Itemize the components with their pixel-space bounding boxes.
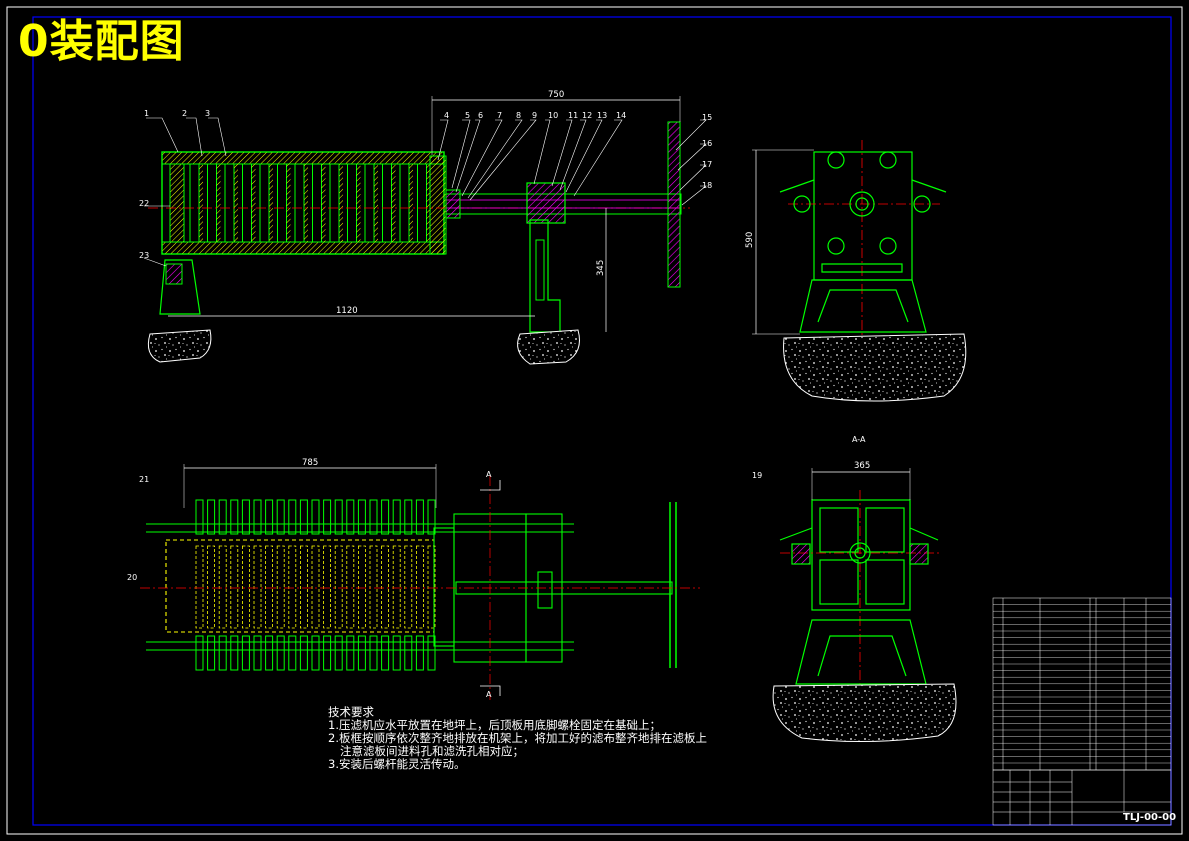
dim-785: 785 — [302, 458, 318, 468]
plan-view — [140, 464, 700, 700]
part-number-label: 21 — [139, 475, 149, 484]
part-number-label: 6 — [478, 111, 483, 120]
side-foundation — [783, 333, 967, 402]
part-number-label: 11 — [568, 111, 578, 120]
foundation-left — [147, 329, 212, 363]
requirement-item-4: 3.安装后螺杆能灵活传动。 — [328, 757, 466, 771]
part-number-label: 12 — [582, 111, 592, 120]
part-number-label: 3 — [205, 109, 210, 118]
plan-plate-row-top — [195, 499, 436, 535]
part-number-label: 2 — [182, 109, 187, 118]
plan-plate-row-middle — [195, 545, 436, 629]
part-number-label: 19 — [752, 471, 762, 480]
dim-750: 750 — [548, 90, 564, 100]
requirement-item-3: 注意滤板间进料孔和滤洗孔相对应； — [340, 744, 524, 758]
part-number-label: 14 — [616, 111, 626, 120]
part-number-label: 15 — [702, 113, 712, 122]
drawing-title: 0装配图 — [18, 16, 185, 67]
part-number-label: 17 — [702, 160, 712, 169]
part-number-label: 7 — [497, 111, 502, 120]
section-mark-top: A — [486, 470, 492, 479]
front-view: 750 1120 345 — [143, 90, 707, 365]
side-view — [752, 140, 967, 402]
part-number-label: 10 — [548, 111, 558, 120]
part-number-label: 23 — [139, 251, 149, 260]
technical-requirements: 技术要求 1.压滤机应水平放置在地坪上，后顶板用底脚螺栓固定在基础上； 2.板框… — [328, 706, 707, 771]
title-block — [992, 769, 1172, 826]
part-number-label: 18 — [702, 181, 712, 190]
drawing-frame — [32, 16, 1172, 826]
plan-plate-row-bottom — [195, 635, 436, 671]
part-number-label: 9 — [532, 111, 537, 120]
part-number-label: 22 — [139, 199, 149, 208]
part-number-label: 5 — [465, 111, 470, 120]
section-foundation — [772, 683, 957, 743]
requirement-item-1: 1.压滤机应水平放置在地坪上，后顶板用底脚螺栓固定在基础上； — [328, 718, 661, 732]
part-number-label: 8 — [516, 111, 521, 120]
section-view — [772, 468, 957, 743]
section-mark-bottom: A — [486, 690, 492, 699]
part-number-label: 20 — [127, 573, 137, 582]
dim-1120: 1120 — [336, 306, 358, 316]
outer-border — [6, 6, 1183, 835]
technical-requirements-heading: 技术要求 — [328, 705, 374, 719]
part-number-label: 13 — [597, 111, 607, 120]
section-label: A-A — [852, 435, 866, 444]
drawing-number: TLJ-00-00 — [1123, 812, 1177, 823]
front-plates — [189, 163, 431, 243]
part-number-label: 4 — [444, 111, 449, 120]
foundation-right — [517, 329, 580, 365]
part-number-label: 1 — [144, 109, 149, 118]
parts-list — [992, 597, 1172, 771]
dim-365: 365 — [854, 461, 870, 471]
part-number-label: 16 — [702, 139, 712, 148]
dim-345: 345 — [596, 260, 606, 276]
dim-590: 590 — [745, 232, 755, 248]
requirement-item-2: 2.板框按顺序依次整齐地排放在机架上，将加工好的滤布整齐地排在滤板上 — [328, 731, 707, 745]
